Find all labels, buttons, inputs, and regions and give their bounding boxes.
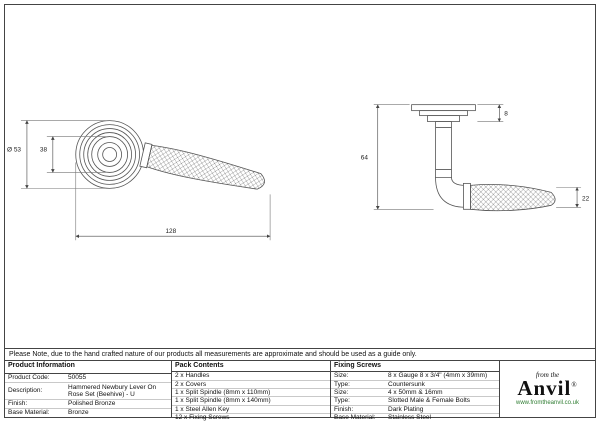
pack-contents-column: Pack Contents 2 x Handles 2 x Covers 1 x… [172, 361, 331, 421]
fixing-screws-header: Fixing Screws [331, 361, 499, 373]
dim-grip-diameter-label: 22 [582, 195, 590, 202]
screw-size-row: Size: 8 x Gauge 8 x 3/4" (4mm x 39mm) [331, 372, 499, 381]
bolt-size-label: Size: [334, 388, 349, 396]
finish-label: Finish: [8, 400, 28, 408]
product-info-header: Product Information [5, 361, 171, 374]
note-bar: Please Note, due to the hand crafted nat… [5, 347, 595, 361]
spec-sheet: Ø 53 38 128 [4, 4, 596, 421]
dim-diameter-label: Ø 53 [7, 146, 21, 153]
bolt-size-row: Size: 4 x 50mm & 16mm [331, 388, 499, 398]
technical-drawing: Ø 53 38 128 [7, 104, 590, 241]
anvil-logo: Anvil® [517, 375, 578, 400]
base-material-row: Base Material: Bronze [5, 409, 171, 417]
screw-finish-value: Dark Plating [388, 405, 424, 413]
product-code-label: Product Code: [8, 374, 50, 382]
dim-inner-diameter-label: 38 [40, 146, 48, 153]
screw-size-label: Size: [334, 372, 349, 380]
technical-drawing-area: Ø 53 38 128 [5, 5, 595, 348]
fixing-screws-column: Fixing Screws Size: 8 x Gauge 8 x 3/4" (… [331, 361, 500, 421]
brand-website: www.fromtheanvil.co.uk [515, 399, 580, 406]
dim-length-label: 128 [165, 228, 176, 235]
description-value: Hammered Newbury Lever On Rose Set (Beeh… [68, 383, 157, 398]
pack-contents-header: Pack Contents [172, 361, 330, 373]
bolt-size-value: 4 x 50mm & 16mm [388, 388, 443, 396]
product-info-column: Product Information Product Code: 50055 … [5, 361, 172, 417]
base-material-value: Bronze [68, 409, 89, 417]
front-view-dimensions [20, 120, 271, 241]
side-view-drawing [411, 104, 556, 212]
brand-logo-cell: from the Anvil® www.fromtheanvil.co.uk [500, 361, 595, 417]
screw-finish-label: Finish: [334, 405, 354, 413]
description-row: Description: Hammered Newbury Lever On R… [5, 383, 171, 400]
pack-item: 2 x Handles [172, 372, 330, 381]
screw-type-value: Countersunk [388, 380, 425, 388]
side-view-dimensions [373, 104, 582, 210]
bolt-type-label: Type: [334, 397, 350, 405]
finish-value: Polished Bronze [68, 400, 116, 408]
screw-material-row: Base Material: Stainless Steel [331, 414, 499, 421]
front-view-drawing [75, 120, 265, 190]
pack-item: 1 x Split Spindle (8mm x 140mm) [172, 397, 330, 406]
finish-row: Finish: Polished Bronze [5, 400, 171, 409]
dim-height-label: 64 [361, 154, 369, 161]
description-label: Description: [8, 387, 43, 395]
brand-pretext: from the [535, 370, 560, 379]
spec-table: Product Information Product Code: 50055 … [5, 361, 595, 421]
pack-item: 2 x Covers [172, 381, 330, 389]
screw-finish-row: Finish: Dark Plating [331, 405, 499, 415]
base-material-label: Base Material: [8, 409, 50, 417]
screw-material-value: Stainless Steel [388, 414, 431, 422]
screw-type-row: Type: Countersunk [331, 381, 499, 389]
bolt-type-value: Slotted Male & Female Bolts [388, 397, 471, 405]
registered-mark: ® [571, 380, 578, 389]
product-code-row: Product Code: 50055 [5, 374, 171, 383]
pack-item: 1 x Split Spindle (8mm x 110mm) [172, 389, 330, 398]
screw-type-label: Type: [334, 380, 350, 388]
screw-material-label: Base Material: [334, 414, 376, 422]
product-code-value: 50055 [68, 374, 87, 382]
dim-rose-depth-label: 8 [504, 111, 508, 118]
pack-item: 1 x Steel Allen Key [172, 406, 330, 415]
bolt-type-row: Type: Slotted Male & Female Bolts [331, 397, 499, 406]
note-text: Please Note, due to the hand crafted nat… [9, 350, 417, 358]
pack-item: 12 x Fixing Screws [175, 414, 230, 422]
brand-name: Anvil [517, 375, 572, 400]
screw-size-value: 8 x Gauge 8 x 3/4" (4mm x 39mm) [388, 372, 488, 380]
